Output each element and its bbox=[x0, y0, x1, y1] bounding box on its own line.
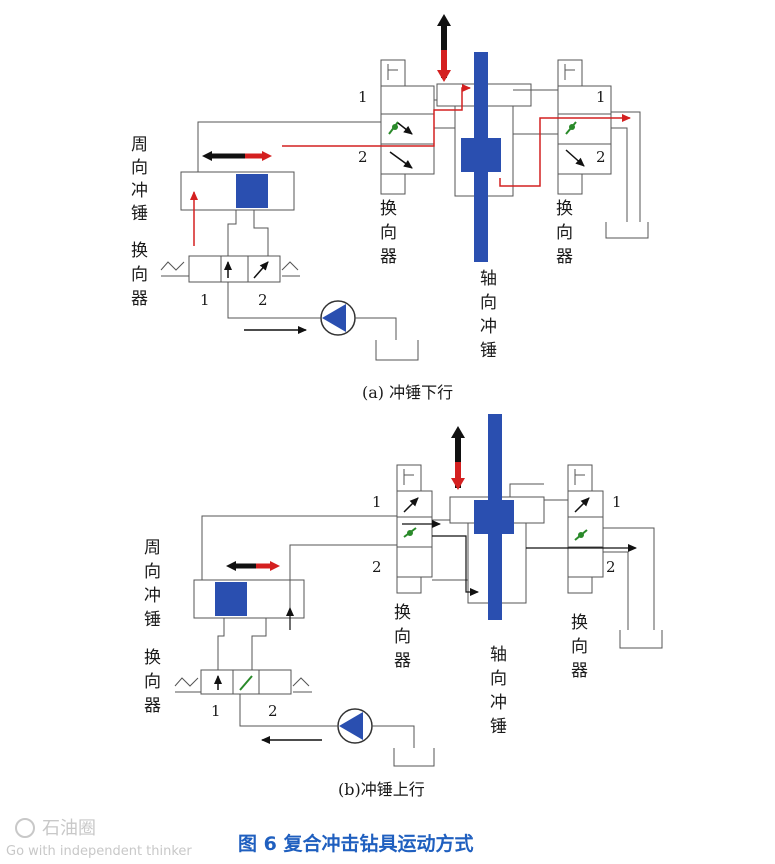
left-changer-b bbox=[396, 464, 433, 594]
svg-text:锤: 锤 bbox=[490, 717, 507, 737]
watermark-logo: 石油圈 bbox=[42, 818, 96, 839]
axial-hammer-b bbox=[449, 414, 545, 620]
axial-hammer-a bbox=[436, 14, 532, 262]
svg-text:器: 器 bbox=[380, 247, 397, 267]
port-labels-b: 1 2 1 2 1 2 bbox=[211, 493, 622, 720]
svg-text:向: 向 bbox=[394, 627, 411, 647]
svg-text:周: 周 bbox=[131, 135, 148, 155]
label-axial-hammer-a: 轴 向 冲 锤 bbox=[480, 269, 497, 361]
circ-valve-b bbox=[174, 669, 312, 695]
tank-b-right bbox=[619, 630, 663, 649]
circ-hammer-b bbox=[193, 561, 305, 619]
svg-text:向: 向 bbox=[144, 562, 161, 582]
svg-text:冲: 冲 bbox=[131, 181, 148, 201]
pump-a bbox=[244, 300, 419, 361]
svg-text:向: 向 bbox=[480, 293, 497, 313]
port-labels-a: 1 2 1 2 1 2 bbox=[200, 88, 606, 309]
svg-text:器: 器 bbox=[556, 247, 573, 267]
svg-text:2: 2 bbox=[606, 558, 616, 576]
svg-text:1: 1 bbox=[372, 493, 382, 511]
label-right-changer-b: 换 向 器 bbox=[571, 613, 588, 681]
circ-hammer-a bbox=[180, 151, 295, 211]
svg-text:2: 2 bbox=[372, 558, 382, 576]
svg-text:冲: 冲 bbox=[490, 693, 507, 713]
label-right-changer-a: 换 向 器 bbox=[556, 199, 573, 267]
label-left-changer-a: 换 向 器 bbox=[380, 199, 397, 267]
diagram-b: 周 向 冲 锤 换 向 器 换 向 器 换 向 器 轴 向 冲 锤 1 2 bbox=[144, 414, 663, 799]
flow-b bbox=[286, 520, 637, 630]
label-circ-hammer-b: 周 向 冲 锤 bbox=[144, 538, 161, 630]
caption-b: (b)冲锤上行 bbox=[338, 780, 425, 799]
svg-text:锤: 锤 bbox=[144, 610, 161, 630]
svg-text:周: 周 bbox=[144, 538, 161, 558]
svg-text:器: 器 bbox=[144, 696, 161, 716]
svg-text:2: 2 bbox=[258, 291, 268, 309]
svg-text:冲: 冲 bbox=[144, 586, 161, 606]
svg-text:向: 向 bbox=[380, 223, 397, 243]
svg-text:向: 向 bbox=[490, 669, 507, 689]
tank-a-right bbox=[605, 222, 649, 239]
svg-text:冲: 冲 bbox=[480, 317, 497, 337]
svg-text:向: 向 bbox=[144, 672, 161, 692]
svg-text:换: 换 bbox=[571, 613, 588, 633]
figure-title: 图 6 复合冲击钻具运动方式 bbox=[238, 832, 473, 855]
svg-text:换: 换 bbox=[131, 241, 148, 261]
svg-text:向: 向 bbox=[131, 158, 148, 178]
circ-valve-a bbox=[160, 255, 300, 283]
svg-text:1: 1 bbox=[596, 88, 606, 106]
svg-text:向: 向 bbox=[571, 637, 588, 657]
label-left-changer-b: 换 向 器 bbox=[394, 603, 411, 671]
right-changer-a bbox=[557, 59, 612, 195]
watermark: 石油圈 Go with independent thinker bbox=[6, 818, 192, 859]
svg-text:换: 换 bbox=[556, 199, 573, 219]
svg-text:1: 1 bbox=[211, 702, 221, 720]
svg-text:向: 向 bbox=[131, 265, 148, 285]
svg-text:2: 2 bbox=[268, 702, 278, 720]
right-changer-b bbox=[567, 464, 604, 594]
svg-text:2: 2 bbox=[358, 148, 368, 166]
svg-text:向: 向 bbox=[556, 223, 573, 243]
left-changer-a bbox=[380, 59, 435, 195]
svg-text:锤: 锤 bbox=[131, 204, 148, 224]
caption-a: (a) 冲锤下行 bbox=[362, 383, 453, 402]
svg-text:锤: 锤 bbox=[480, 341, 497, 361]
svg-text:器: 器 bbox=[131, 289, 148, 309]
label-axial-hammer-b: 轴 向 冲 锤 bbox=[490, 645, 507, 737]
svg-text:2: 2 bbox=[596, 148, 606, 166]
label-circ-valve-a: 换 向 器 bbox=[131, 241, 148, 309]
svg-text:换: 换 bbox=[144, 648, 161, 668]
label-circ-hammer-a: 周 向 冲 锤 bbox=[131, 135, 148, 224]
svg-text:器: 器 bbox=[394, 651, 411, 671]
svg-text:轴: 轴 bbox=[490, 645, 507, 665]
svg-text:1: 1 bbox=[200, 291, 210, 309]
svg-text:器: 器 bbox=[571, 661, 588, 681]
svg-text:1: 1 bbox=[612, 493, 622, 511]
lines-a bbox=[197, 89, 641, 340]
pump-b bbox=[261, 708, 435, 767]
svg-text:轴: 轴 bbox=[480, 269, 497, 289]
watermark-tagline: Go with independent thinker bbox=[6, 844, 192, 859]
svg-text:换: 换 bbox=[394, 603, 411, 623]
flow-a bbox=[190, 84, 631, 246]
label-circ-valve-b: 换 向 器 bbox=[144, 648, 161, 716]
diagram-a: 周 向 冲 锤 换 向 器 换 向 器 换 向 器 轴 向 冲 锤 1 2 bbox=[131, 14, 649, 402]
svg-text:换: 换 bbox=[380, 199, 397, 219]
svg-text:1: 1 bbox=[358, 88, 368, 106]
